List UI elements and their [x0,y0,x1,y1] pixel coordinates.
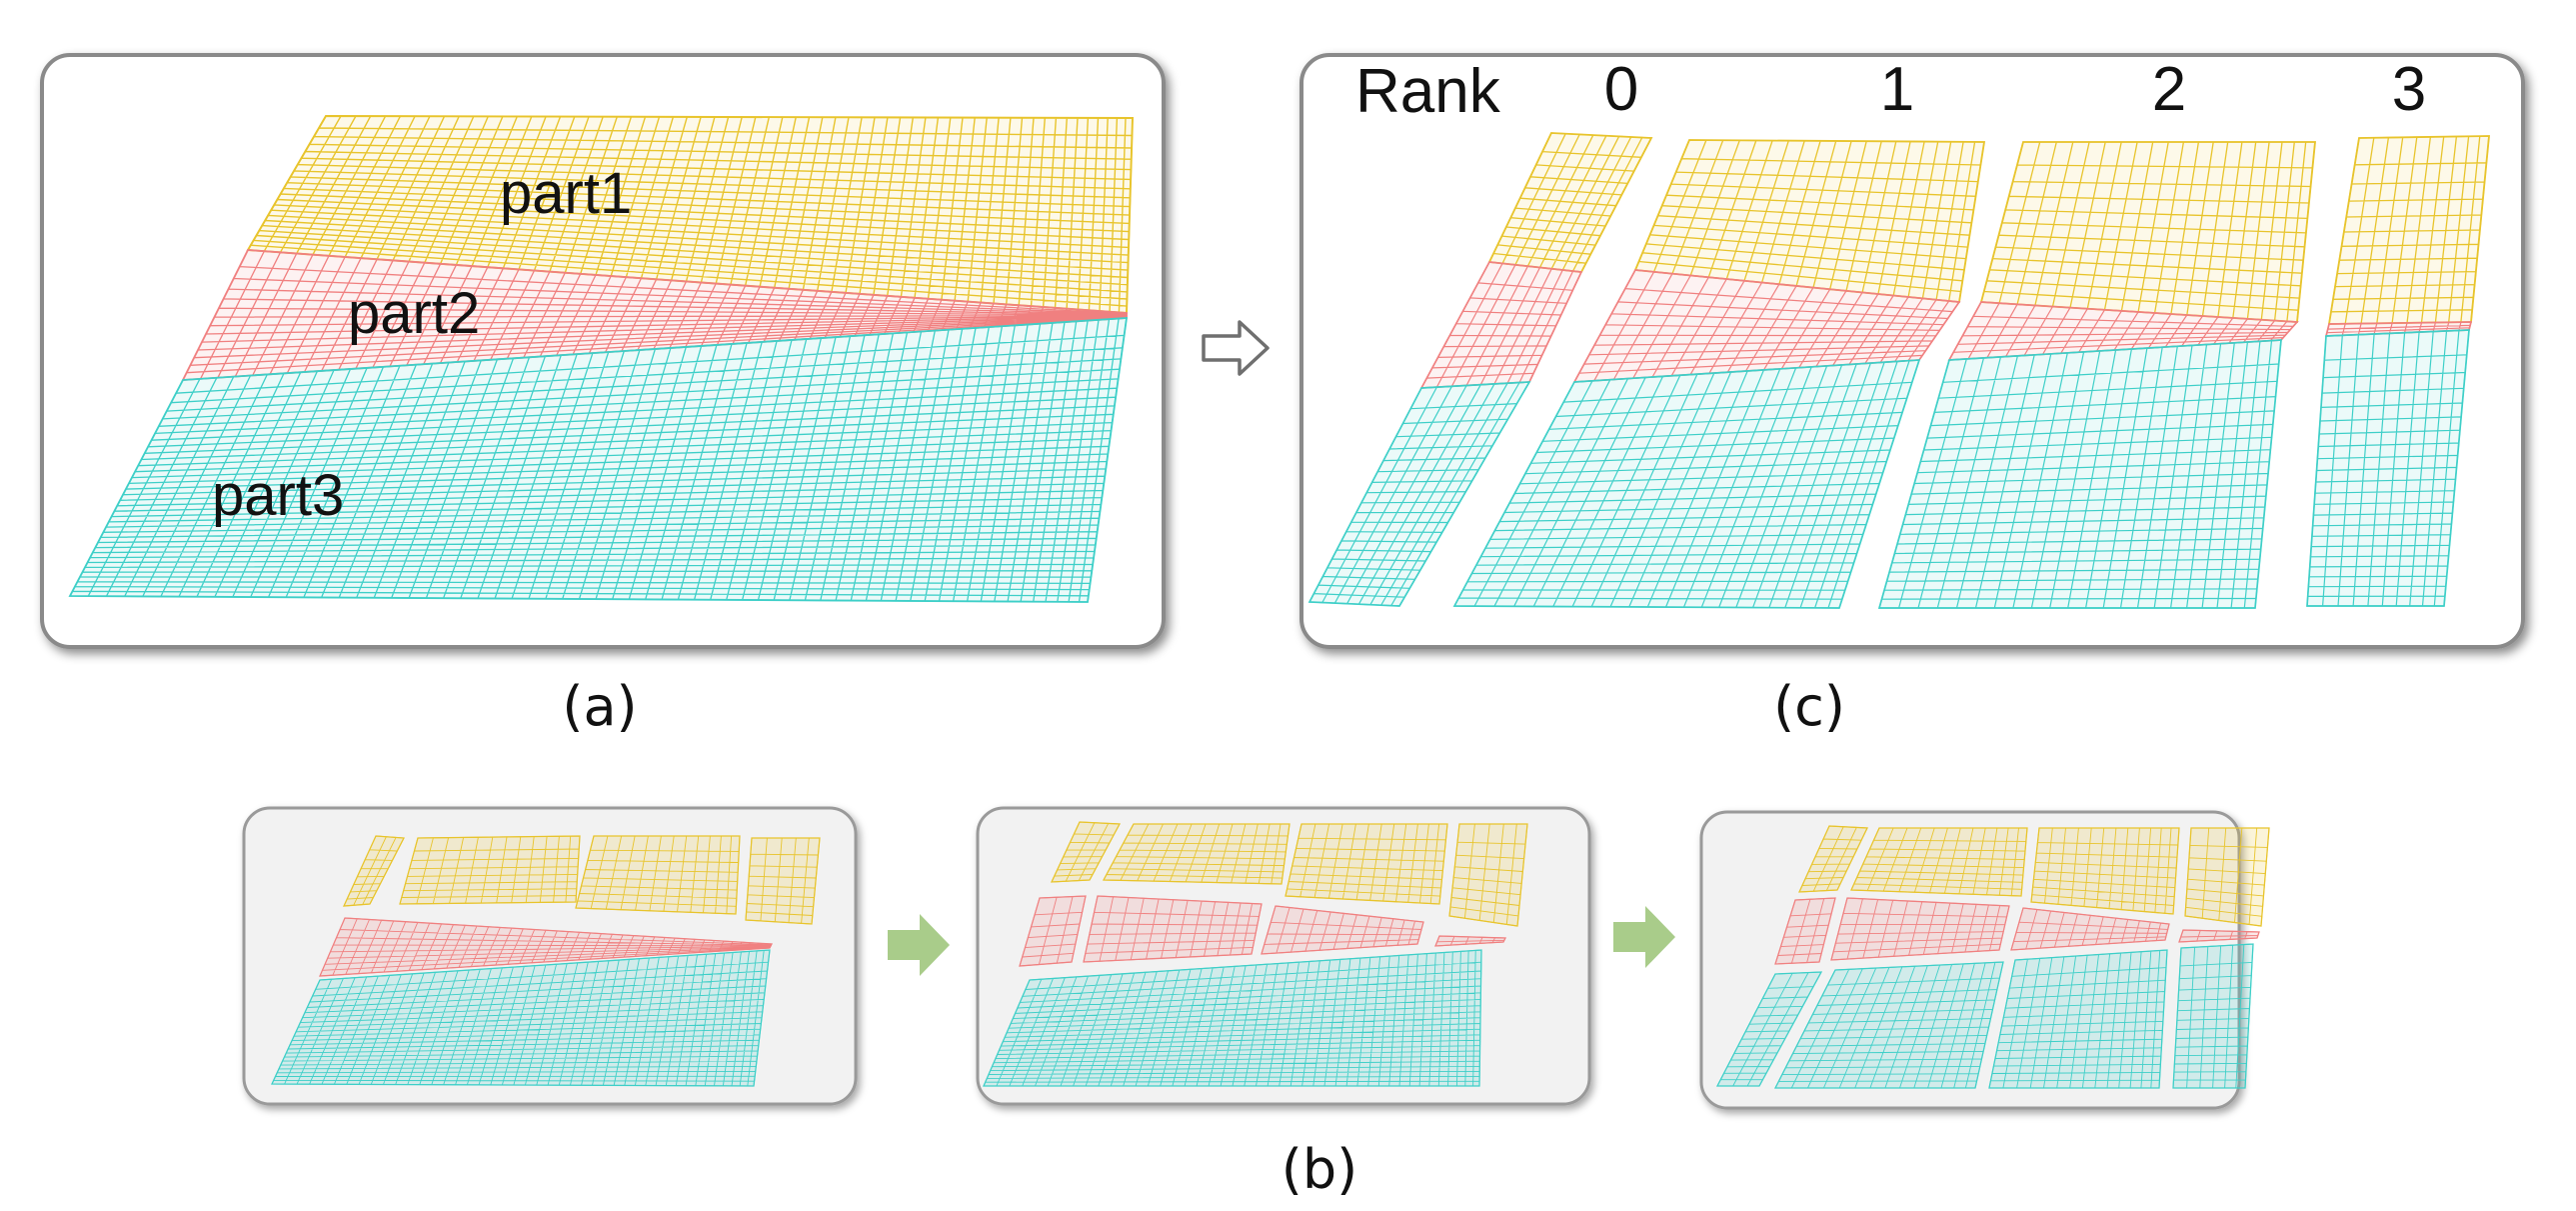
panel-c: Rank 0 1 2 3 [1299,53,2525,649]
arrow-a-to-c [1202,320,1270,376]
rank-2-label: 2 [2152,55,2186,124]
panel-b-arrow-1 [888,914,950,976]
caption-a: (a) [562,675,637,738]
part3-mesh [68,317,1129,603]
b1-yellow-3 [575,835,741,915]
b2-yellow-4 [1448,823,1528,927]
panel-a-mesh [68,115,1135,603]
rank-0-label: 0 [1604,55,1638,124]
b2-pink-3 [1261,905,1424,955]
b2-yellow-2 [1102,823,1290,885]
rank-0-cyan-mesh [1307,381,1531,607]
panel-b [242,806,2270,1110]
panel-a-frame [40,53,1166,649]
b3-cyan-2 [1773,961,2004,1089]
panel-b-mesh [271,821,2270,1089]
b1-cyan [271,949,771,1087]
panel-a: part1 part2 part3 [40,53,1166,649]
rank-2-cyan-mesh [1877,339,2282,609]
b1-pink [319,917,773,977]
b3-yellow-2 [1850,827,2028,897]
b3-yellow-3 [2030,827,2180,915]
rank-3-cyan-mesh [2306,329,2470,607]
part2-label: part2 [348,281,480,346]
rank-title: Rank [1355,57,1501,126]
panel-b-step-3-frame [1699,810,2241,1110]
b3-pink-1 [1774,897,1836,965]
rank-2-yellow-mesh [1979,141,2317,323]
b3-pink-4 [2178,929,2260,943]
b2-yellow-1 [1050,821,1122,883]
b2-yellow-3 [1285,823,1448,905]
b2-pink-4 [1434,935,1507,947]
b2-cyan [983,949,1482,1087]
rank-3-yellow-mesh [2327,135,2491,325]
b1-yellow-2 [399,835,581,905]
b2-pink-1 [1019,895,1087,967]
part3-label: part3 [212,463,344,528]
b3-pink-2 [1830,897,2010,961]
b1-yellow-1 [342,835,405,907]
panel-b-arrow-2 [1613,906,1675,968]
b1-yellow-4 [745,837,821,925]
b3-yellow-1 [1797,825,1868,893]
caption-b: (b) [1282,1138,1357,1201]
b2-pink-2 [1083,895,1263,963]
b3-cyan-1 [1715,971,1823,1087]
part1-label: part1 [500,161,632,226]
rank-3-label: 3 [2392,55,2426,124]
rank-1-cyan-mesh [1452,359,1921,609]
b3-yellow-4 [2184,827,2270,927]
rank-2-pink-mesh [1947,301,2299,361]
panel-c-mesh [1307,132,2491,609]
caption-c: (c) [1773,675,1845,738]
b3-pink-3 [2010,907,2170,951]
b3-cyan-3 [1988,949,2168,1089]
b3-cyan-4 [2172,943,2254,1089]
rank-1-label: 1 [1880,55,1914,124]
